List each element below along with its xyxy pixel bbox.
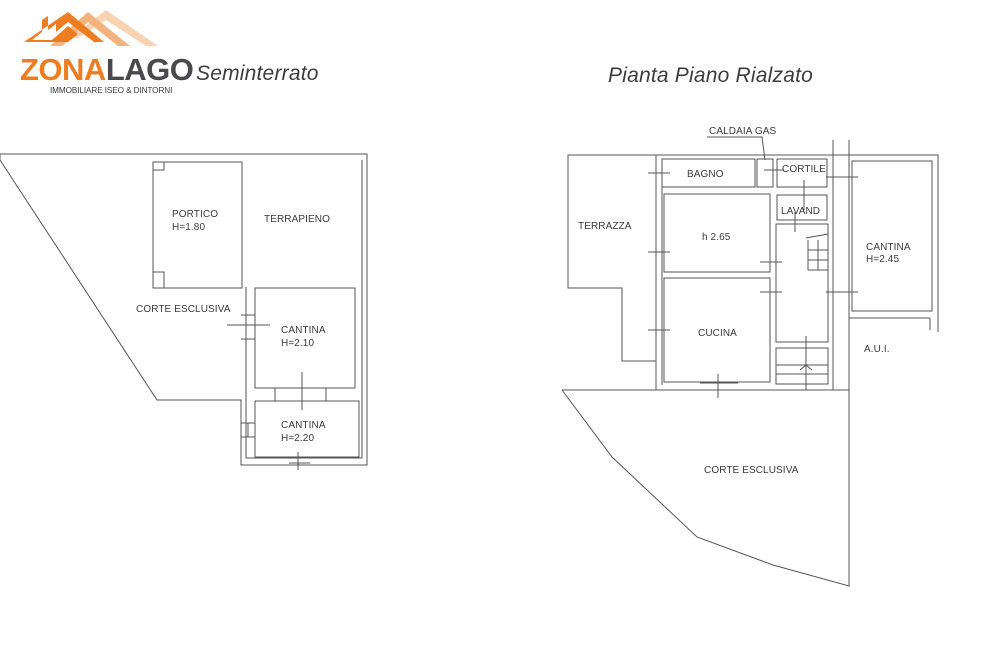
room-label-cortile: CORTILE [782,164,826,175]
logo-tagline: IMMOBILIARE ISEO & DINTORNI [50,86,173,95]
annotation-caldaia-gas: CALDAIA GAS [709,126,776,137]
room-label-aui: A.U.I. [864,344,890,355]
roofs-icon [24,10,158,46]
room-height-portico: H=1.80 [172,222,205,233]
room-label-h265: h 2.65 [702,232,731,243]
room-label-cantina-1: CANTINA [281,325,326,336]
room-height-cantina-2: H=2.20 [281,433,314,444]
plan-title-rialzato: Pianta Piano Rialzato [608,64,813,87]
zonalago-logo: ZONALAGO IMMOBILIARE ISEO & DINTORNI [18,8,194,98]
room-label-lavand: LAVAND [781,206,820,217]
room-label-cantina-right: CANTINA [866,242,911,253]
room-label-bagno: BAGNO [687,169,724,180]
room-label-corte-esclusiva-right: CORTE ESCLUSIVA [704,465,799,476]
logo-brand: ZONALAGO [20,52,194,87]
rialzato-plan [561,136,939,587]
room-height-cantina-right: H=2.45 [866,254,899,265]
room-label-terrazza: TERRAZZA [578,221,632,232]
room-label-portico: PORTICO [172,209,218,220]
room-label-cucina: CUCINA [698,328,737,339]
room-label-terrapieno: TERRAPIENO [264,214,330,225]
plan-title-seminterrato: Seminterrato [196,62,319,85]
seminterrato-plan [0,153,368,470]
room-height-cantina-1: H=2.10 [281,338,314,349]
room-label-corte-esclusiva-left: CORTE ESCLUSIVA [136,304,231,315]
room-label-cantina-2: CANTINA [281,420,326,431]
